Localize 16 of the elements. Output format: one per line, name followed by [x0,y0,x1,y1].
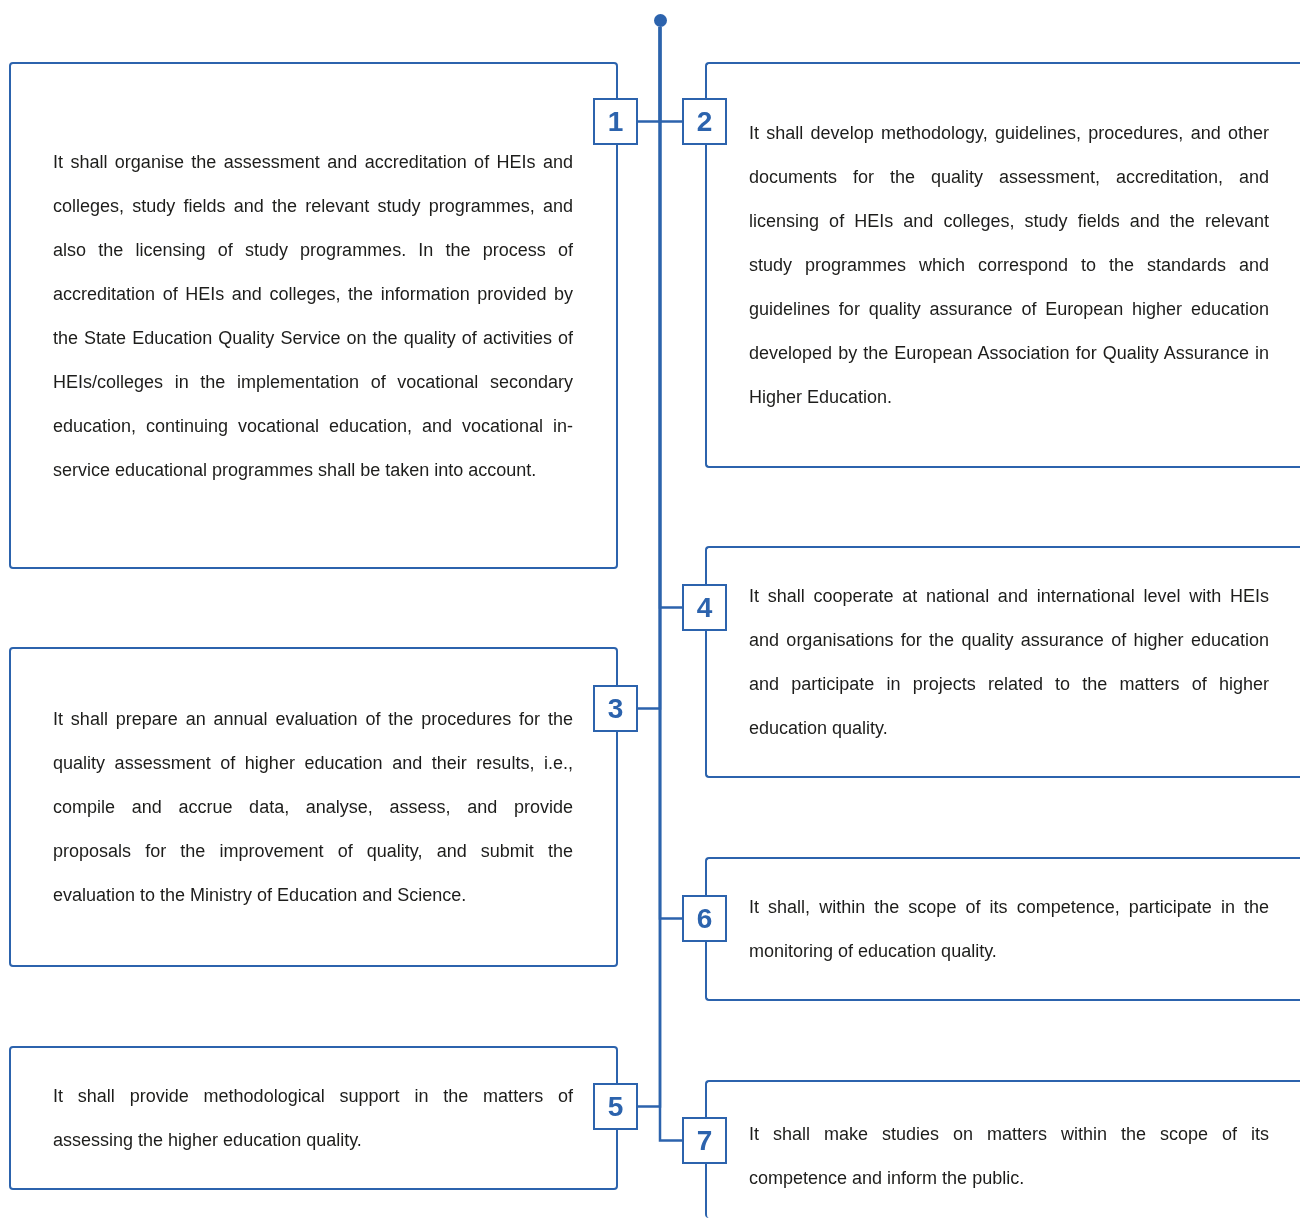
description-text: It shall prepare an annual evaluation of the procedures for the quality assessment of higher education and their results, i.e., compile and accrue data, analyse, assess, and provide proposals for the improvement of quality, and submit the evaluation to the Ministry of Education and Science. [53,708,573,907]
number-badge: 1 [593,98,638,145]
description-text: It shall develop methodology, guidelines, procedures, and other documents for the quality assessment, accreditation, and licensing of HEIs and colleges, study fields and the relevant study programmes which correspond to the standards and guidelines for quality assurance of European higher education developed by the European Association for Quality Assurance in Higher Education. [749,122,1269,409]
start-dot [653,14,667,27]
number-badge: 4 [682,584,727,631]
number-badge: 6 [682,895,727,942]
connector-line [658,27,682,1142]
number-badge: 3 [593,685,638,732]
description-text: It shall cooperate at national and international level with HEIs and organisations for the quality assurance of higher education and participate in projects related to the matters of higher education quality. [749,585,1269,740]
number-badge: 5 [593,1083,638,1130]
description-text: It shall provide methodological support in the matters of assessing the higher education quality. [53,1085,573,1152]
number-badge: 2 [682,98,727,145]
number-badge: 7 [682,1117,727,1164]
description-text: It shall make studies on matters within the scope of its competence and inform the public. [749,1123,1269,1190]
description-text: It shall organise the assessment and accreditation of HEIs and colleges, study fields and the relevant study programmes, and also the licensing of study programmes. In the process of accreditation of HEIs and colleges, the information provided by the State Education Quality Service on the quality of activities of HEIs/colleges in the implementation of vocational secondary education, continuing vocational education, and vocational in-service educational programmes shall be taken into account. [53,150,573,482]
description-text: It shall, within the scope of its competence, participate in the monitoring of education quality. [749,896,1269,963]
